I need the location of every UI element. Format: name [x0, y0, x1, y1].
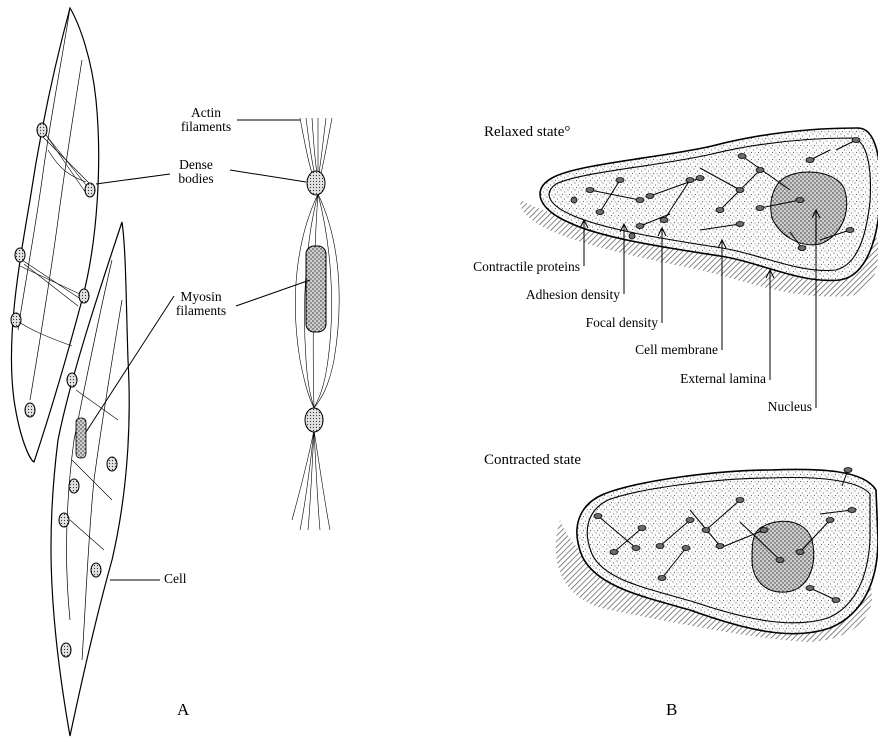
- muscle-cell-upper: [11, 8, 98, 462]
- label-contractile-proteins: Contractile proteins: [430, 260, 580, 274]
- label-nucleus: Nucleus: [700, 400, 812, 414]
- label-actin-filaments: Actin filaments: [176, 106, 236, 134]
- cell-dense-bodies: [11, 123, 117, 657]
- contracted-cell: [556, 468, 878, 643]
- panel-letter-a: A: [177, 700, 189, 720]
- muscle-cell-lower: [51, 222, 129, 736]
- lower-dense-body: [305, 408, 323, 432]
- upper-dense-body: [307, 171, 325, 195]
- label-cell-membrane: Cell membrane: [566, 343, 718, 357]
- panel-letter-b: B: [666, 700, 677, 720]
- panel-a-leader-lines: [86, 120, 310, 580]
- label-focal-density: Focal density: [508, 316, 658, 330]
- label-adhesion-density: Adhesion density: [470, 288, 620, 302]
- label-dense-bodies: Dense bodies: [166, 158, 226, 186]
- contracted-state-title: Contracted state: [484, 452, 581, 469]
- cell-myosin-filament: [76, 418, 86, 458]
- label-external-lamina: External lamina: [614, 372, 766, 386]
- label-myosin-filaments: Myosin filaments: [168, 290, 234, 318]
- label-cell: Cell: [164, 572, 187, 586]
- myosin-filament: [306, 246, 326, 332]
- relaxed-state-title: Relaxed state°: [484, 124, 570, 141]
